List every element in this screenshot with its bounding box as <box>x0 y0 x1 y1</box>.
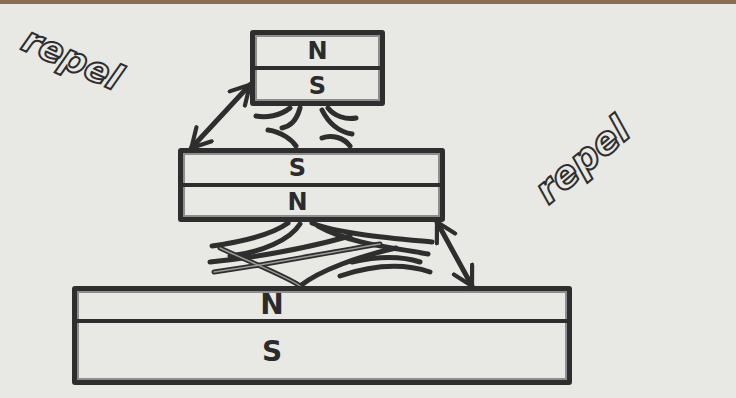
repel-arrow <box>437 222 472 286</box>
field-line <box>220 248 300 286</box>
pole-letter: S <box>309 74 326 98</box>
field-line <box>268 130 296 146</box>
field-line-highlight <box>220 248 300 286</box>
field-line <box>300 248 396 286</box>
magnet-pole: N <box>77 291 567 319</box>
field-line <box>322 110 352 134</box>
repel-arrow <box>191 85 250 148</box>
field-line <box>282 108 300 128</box>
magnet-pole: S <box>255 66 380 101</box>
force-label: repel <box>16 18 128 98</box>
pole-letter: N <box>287 190 307 214</box>
field-line <box>328 108 356 119</box>
magnet-pole: N <box>183 183 440 217</box>
pole-letter: S <box>262 338 282 366</box>
magnet-pole: N <box>255 35 380 66</box>
magnet-pole: S <box>77 319 567 380</box>
field-line <box>256 108 290 117</box>
bar-magnet: NS <box>250 30 385 106</box>
field-line <box>340 266 430 276</box>
force-label: repel <box>525 108 638 213</box>
field-line-highlight <box>214 244 380 272</box>
pole-letter: N <box>260 291 283 319</box>
pole-letter: S <box>289 156 306 180</box>
magnet-pole: S <box>183 153 440 183</box>
field-line <box>322 136 350 146</box>
bar-magnet: SN <box>178 148 445 222</box>
board-frame <box>0 0 736 4</box>
pole-letter: N <box>307 39 327 63</box>
field-line <box>210 236 350 262</box>
bar-magnet: NS <box>72 286 572 385</box>
